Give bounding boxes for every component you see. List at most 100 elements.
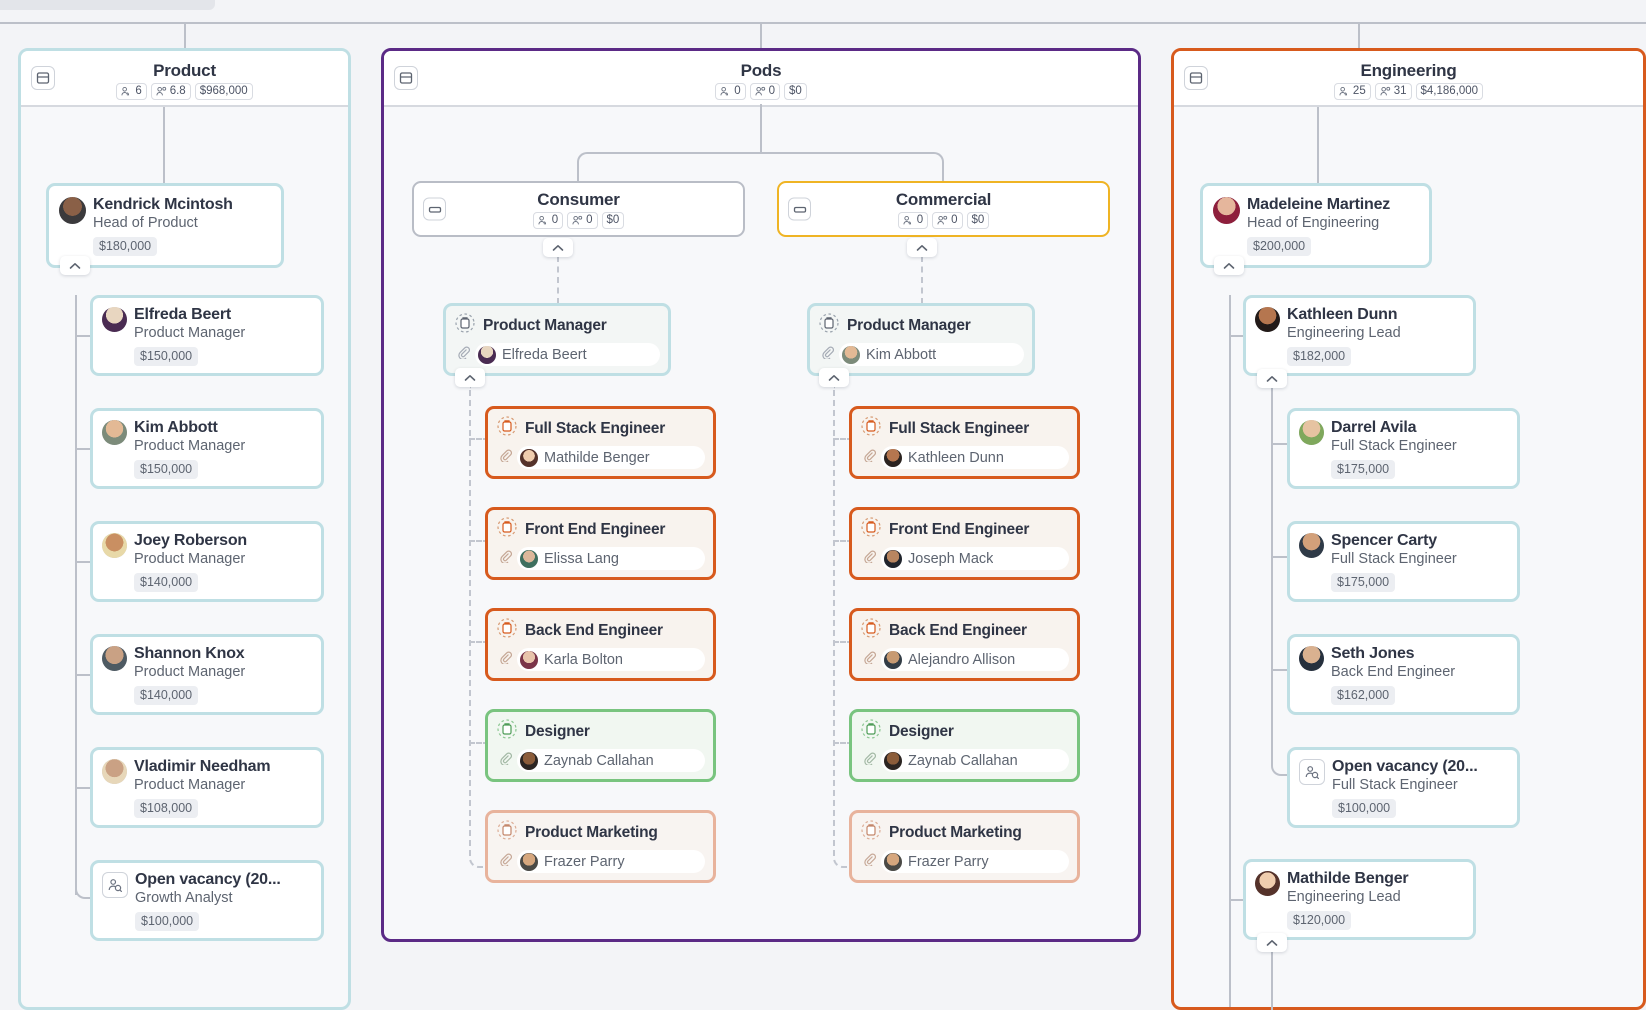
role-title: Product Manager [483, 316, 607, 334]
connector [1271, 669, 1293, 671]
person-card[interactable]: Darrel Avila Full Stack Engineer $175,00… [1287, 408, 1520, 489]
assignee-name: Karla Bolton [544, 651, 623, 668]
group-engineering-header[interactable]: Engineering 25 31 $4,186,000 [1174, 51, 1643, 107]
vacancy-card[interactable]: Open vacancy (20... Full Stack Engineer … [1287, 747, 1520, 828]
metric-headcount: 0 [897, 211, 929, 229]
collapse-toggle[interactable] [455, 368, 485, 387]
collapse-toggle[interactable] [1214, 256, 1244, 275]
role-title: Designer [525, 722, 590, 740]
collapse-toggle[interactable] [1257, 369, 1287, 388]
metric-fte: 6.8 [150, 82, 191, 100]
assignee-name: Frazer Parry [908, 853, 989, 870]
person-card[interactable]: Seth Jones Back End Engineer $162,000 [1287, 634, 1520, 715]
role-card[interactable]: Designer Zaynab Callahan [485, 709, 716, 782]
assignee-pill[interactable]: Joseph Mack [881, 547, 1069, 570]
avatar [520, 549, 538, 568]
person-card[interactable]: Shannon Knox Product Manager $140,000 [90, 634, 324, 715]
role-card[interactable]: Back End Engineer Karla Bolton [485, 608, 716, 681]
open-role-icon [496, 415, 518, 442]
connector-branch-left [577, 152, 762, 186]
collapsed-panel-icon[interactable] [788, 197, 811, 221]
subgroup-commercial[interactable]: Commercial 0 0 $0 [777, 181, 1110, 237]
person-card[interactable]: Vladimir Needham Product Manager $108,00… [90, 747, 324, 828]
group-pods-header[interactable]: Pods 0 0 $0 [384, 51, 1138, 107]
person-card[interactable]: Mathilde Benger Engineering Lead $120,00… [1243, 859, 1476, 940]
person-card[interactable]: Elfreda Beert Product Manager $150,000 [90, 295, 324, 376]
collapse-toggle[interactable] [819, 368, 849, 387]
panel-icon[interactable] [1184, 66, 1208, 90]
collapse-toggle[interactable] [60, 256, 90, 275]
group-product-header[interactable]: Product 6 6.8 $968,000 [21, 51, 348, 107]
connector [75, 561, 97, 563]
role-card[interactable]: Full Stack Engineer Kathleen Dunn [849, 406, 1080, 479]
person-role: Head of Engineering [1247, 215, 1380, 231]
assignee-pill[interactable]: Kathleen Dunn [881, 446, 1069, 469]
collapse-toggle[interactable] [1257, 933, 1287, 952]
person-salary: $100,000 [1332, 799, 1397, 818]
person-role: Product Manager [134, 438, 246, 454]
assignee-pill[interactable]: Frazer Parry [517, 850, 705, 873]
role-card[interactable]: Front End Engineer Joseph Mack [849, 507, 1080, 580]
assignee-pill[interactable]: Kim Abbott [839, 343, 1024, 366]
avatar [884, 650, 902, 669]
open-role-icon [454, 312, 476, 339]
person-card[interactable]: Kendrick Mcintosh Head of Product $180,0… [46, 183, 284, 268]
person-name: Darrel Avila [1331, 419, 1417, 436]
avatar [1255, 871, 1280, 896]
assignee-pill[interactable]: Mathilde Benger [517, 446, 705, 469]
person-card[interactable]: Joey Roberson Product Manager $140,000 [90, 521, 324, 602]
vacancy-card[interactable]: Open vacancy (20... Growth Analyst $100,… [90, 860, 324, 941]
assignee-pill[interactable]: Karla Bolton [517, 648, 705, 671]
assignee-pill[interactable]: Frazer Parry [881, 850, 1069, 873]
role-card[interactable]: Designer Zaynab Callahan [849, 709, 1080, 782]
connector [1229, 899, 1251, 901]
avatar [520, 650, 538, 669]
avatar [102, 307, 127, 332]
role-title: Product Marketing [525, 823, 658, 841]
person-salary: $162,000 [1331, 686, 1396, 705]
assignee-name: Joseph Mack [908, 550, 994, 567]
assignee-pill[interactable]: Zaynab Callahan [517, 749, 705, 772]
person-role: Growth Analyst [135, 890, 233, 906]
subgroup-metrics: 0 0 $0 [897, 211, 990, 229]
role-card[interactable]: Full Stack Engineer Mathilde Benger [485, 406, 716, 479]
avatar [478, 345, 496, 364]
avatar [1299, 420, 1324, 445]
person-name: Joey Roberson [134, 532, 247, 549]
open-role-icon [860, 415, 882, 442]
assignee-pill[interactable]: Elfreda Beert [475, 343, 660, 366]
subgroup-consumer[interactable]: Consumer 0 0 $0 [412, 181, 745, 237]
metric-budget: $0 [601, 211, 625, 229]
panel-icon[interactable] [31, 66, 55, 90]
attachment-icon [499, 651, 513, 669]
metric-budget: $0 [966, 211, 990, 229]
role-card[interactable]: Front End Engineer Elissa Lang [485, 507, 716, 580]
assignee-pill[interactable]: Alejandro Allison [881, 648, 1069, 671]
role-card[interactable]: Product Manager Kim Abbott [807, 303, 1035, 376]
assignee-pill[interactable]: Zaynab Callahan [881, 749, 1069, 772]
person-card[interactable]: Madeleine Martinez Head of Engineering $… [1200, 183, 1432, 268]
person-salary: $182,000 [1287, 347, 1352, 366]
person-card[interactable]: Spencer Carty Full Stack Engineer $175,0… [1287, 521, 1520, 602]
collapse-toggle[interactable] [907, 238, 937, 257]
collapse-toggle[interactable] [543, 238, 573, 257]
assignee-name: Alejandro Allison [908, 651, 1016, 668]
role-title: Product Manager [847, 316, 971, 334]
group-metrics: 0 0 $0 [715, 82, 807, 100]
panel-icon[interactable] [394, 66, 418, 90]
role-card[interactable]: Product Marketing Frazer Parry [485, 810, 716, 883]
role-title: Front End Engineer [525, 520, 666, 538]
role-card[interactable]: Back End Engineer Alejandro Allison [849, 608, 1080, 681]
collapsed-panel-icon[interactable] [423, 197, 446, 221]
assignee-pill[interactable]: Elissa Lang [517, 547, 705, 570]
connector-to-pods [760, 22, 762, 48]
attachment-icon [457, 346, 471, 364]
connector-dashed [833, 540, 853, 542]
connector-dashed [833, 742, 853, 744]
person-card[interactable]: Kathleen Dunn Engineering Lead $182,000 [1243, 295, 1476, 376]
assignee-name: Zaynab Callahan [908, 752, 1018, 769]
role-card[interactable]: Product Manager Elfreda Beert [443, 303, 671, 376]
role-card[interactable]: Product Marketing Frazer Parry [849, 810, 1080, 883]
person-card[interactable]: Kim Abbott Product Manager $150,000 [90, 408, 324, 489]
